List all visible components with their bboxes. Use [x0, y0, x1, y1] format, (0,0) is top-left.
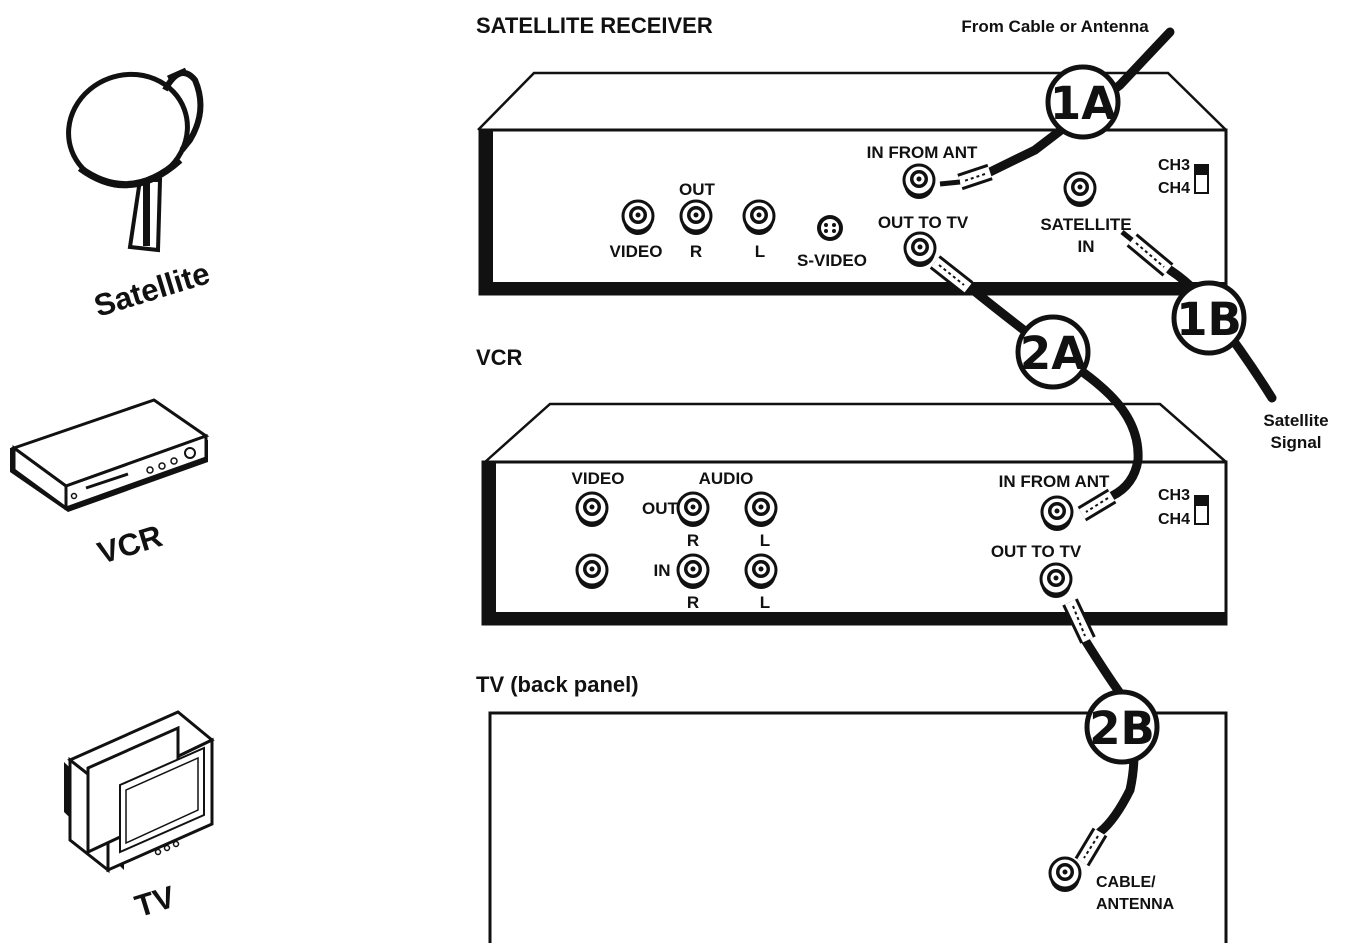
receiver-video-out-jack[interactable]	[621, 199, 655, 237]
vcr-channel-switch[interactable]	[1194, 495, 1209, 525]
receiver-out-label: OUT	[679, 180, 716, 199]
tv-cable-label-2: ANTENNA	[1096, 896, 1175, 913]
vcr-in-label: IN	[654, 561, 671, 580]
step-1b-label: 1B	[1176, 293, 1242, 346]
receiver-in-from-ant-label: IN FROM ANT	[867, 143, 978, 162]
receiver-svideo-jack[interactable]	[817, 215, 843, 241]
tv-cable-label-1: CABLE/	[1096, 874, 1156, 891]
vcr-l2-label: L	[760, 593, 770, 612]
step-badge-2a: 2A	[1015, 314, 1091, 390]
step-2a-label: 2A	[1020, 327, 1086, 380]
vcr-body	[481, 402, 1228, 626]
receiver-video-label: VIDEO	[610, 242, 663, 261]
receiver-body	[477, 71, 1228, 296]
receiver-out-to-tv-jack[interactable]	[903, 231, 937, 269]
receiver-ch4-label: CH4	[1158, 180, 1190, 197]
receiver-audio-l-jack[interactable]	[742, 199, 776, 237]
receiver-satellite-in-jack[interactable]	[1063, 171, 1097, 209]
vcr-device-icon	[10, 398, 210, 512]
vcr-video-label: VIDEO	[572, 469, 625, 488]
receiver-out-to-tv-label: OUT TO TV	[878, 213, 969, 232]
vcr-audio-in-l-jack[interactable]	[744, 553, 778, 591]
receiver-svideo-label: S-VIDEO	[797, 251, 867, 270]
receiver-satellite-in-label-2: IN	[1078, 237, 1095, 256]
vcr-in-from-ant-label: IN FROM ANT	[999, 472, 1110, 491]
tv-device-icon	[64, 710, 215, 874]
receiver-audio-r-jack[interactable]	[679, 199, 713, 237]
tv-cable-antenna-jack[interactable]	[1048, 856, 1082, 894]
from-cable-label: From Cable or Antenna	[961, 17, 1149, 36]
vcr-r1-label: R	[687, 531, 699, 550]
step-badge-1a: 1A	[1045, 64, 1121, 140]
vcr-out-label: OUT	[642, 499, 679, 518]
tv-title: TV (back panel)	[476, 672, 639, 697]
vcr-ch4-label: CH4	[1158, 511, 1190, 528]
satellite-icon-label: Satellite	[90, 255, 214, 323]
satellite-dish-icon	[66, 67, 204, 253]
receiver-title: SATELLITE RECEIVER	[476, 13, 713, 38]
vcr-out-to-tv-jack[interactable]	[1039, 562, 1073, 600]
receiver-r-label: R	[690, 242, 702, 261]
receiver-in-from-ant-jack[interactable]	[902, 163, 936, 201]
receiver-l-label: L	[755, 242, 765, 261]
vcr-r2-label: R	[687, 593, 699, 612]
satellite-signal-label-1: Satellite	[1263, 411, 1328, 430]
receiver-channel-switch[interactable]	[1194, 164, 1209, 194]
vcr-ch3-label: CH3	[1158, 487, 1190, 504]
step-badge-1b: 1B	[1171, 280, 1247, 356]
vcr-in-from-ant-jack[interactable]	[1040, 495, 1074, 533]
vcr-title: VCR	[476, 345, 523, 370]
vcr-video-in-jack[interactable]	[575, 553, 609, 591]
vcr-video-out-jack[interactable]	[575, 491, 609, 529]
tv-icon-label: TV	[131, 879, 179, 924]
vcr-audio-out-l-jack[interactable]	[744, 491, 778, 529]
vcr-out-to-tv-label: OUT TO TV	[991, 542, 1082, 561]
vcr-icon-label: VCR	[93, 518, 166, 571]
step-2b-label: 2B	[1089, 702, 1155, 755]
step-1a-label: 1A	[1050, 77, 1116, 130]
step-badge-2b: 2B	[1084, 689, 1160, 765]
vcr-audio-out-r-jack[interactable]	[676, 491, 710, 529]
cable-2a[interactable]	[929, 255, 1143, 522]
receiver-ch3-label: CH3	[1158, 157, 1190, 174]
satellite-signal-label-2: Signal	[1270, 433, 1321, 452]
vcr-audio-in-r-jack[interactable]	[676, 553, 710, 591]
receiver-satellite-in-label-1: SATELLITE	[1040, 215, 1131, 234]
vcr-l1-label: L	[760, 531, 770, 550]
vcr-audio-label: AUDIO	[699, 469, 754, 488]
